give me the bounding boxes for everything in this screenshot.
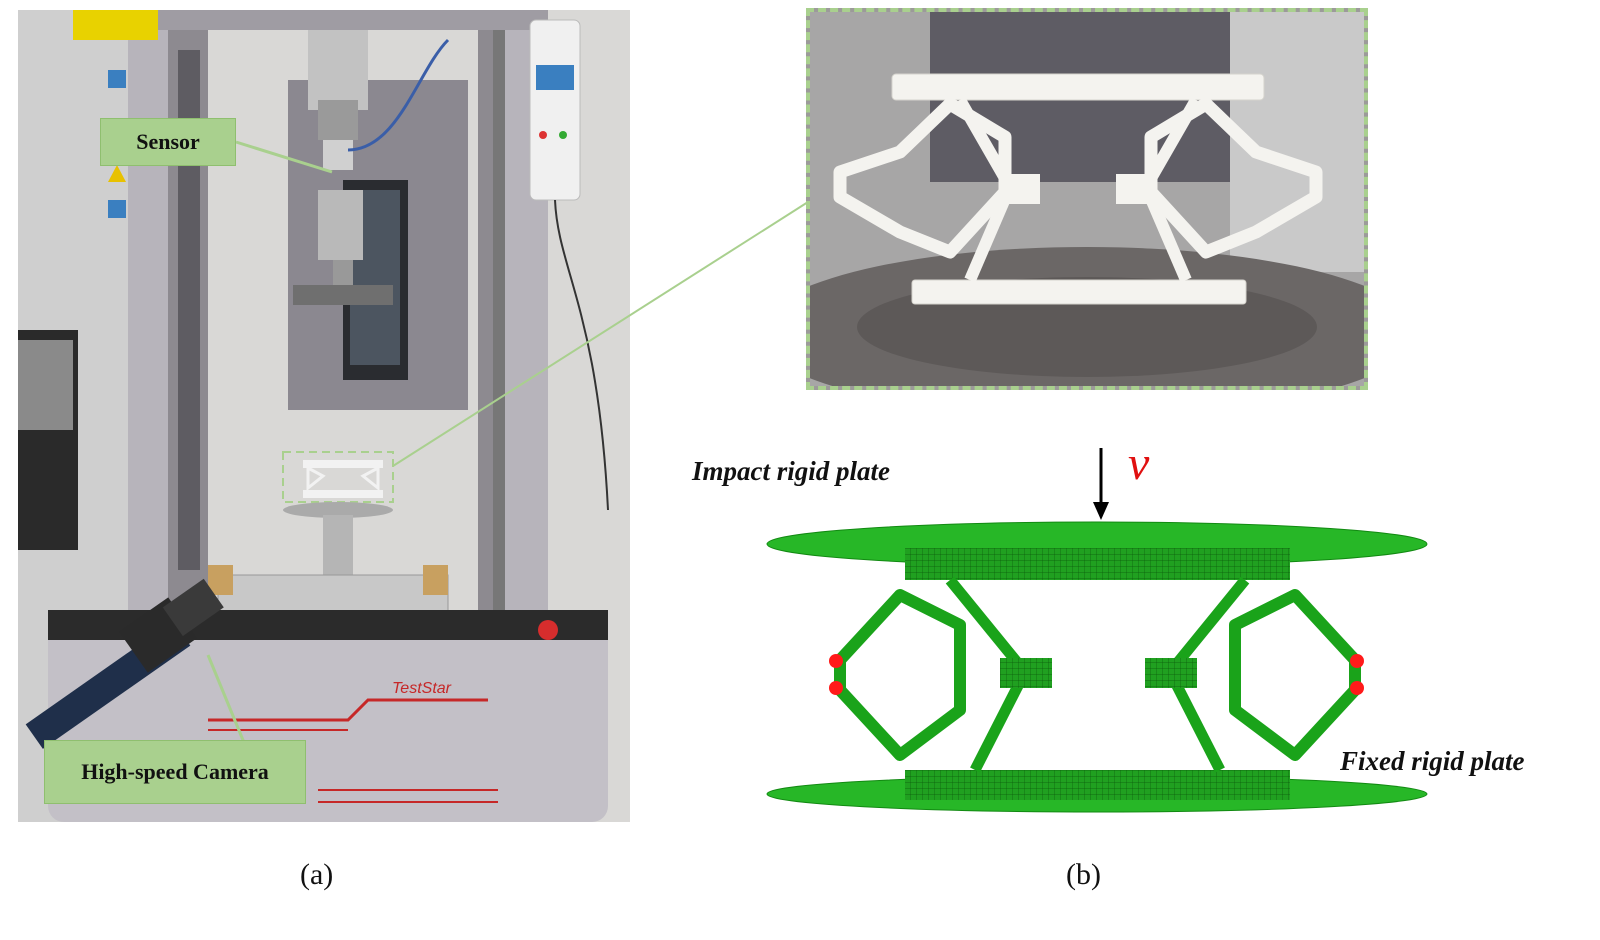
fe-model-diagram: [766, 448, 1428, 813]
constraint-marker-icon: [829, 654, 843, 668]
left-connector-block: [1000, 658, 1052, 688]
left-hex-cell: [834, 589, 966, 761]
bottom-flange-mesh: [905, 770, 1290, 800]
specimen-closeup-illustration: [810, 12, 1364, 386]
constraint-marker-icon: [829, 681, 843, 695]
impact-plate-label: Impact rigid plate: [692, 456, 890, 486]
panel-b-label: (b): [1066, 858, 1101, 891]
velocity-symbol: v: [1128, 437, 1150, 490]
constraint-marker-icon: [1350, 654, 1364, 668]
right-hex-cell: [1229, 589, 1361, 761]
brand-text: TestStar: [392, 680, 451, 697]
arrow-down-icon: [1093, 448, 1109, 520]
sensor-callout: Sensor: [100, 118, 236, 166]
specimen-closeup-frame: [806, 8, 1368, 390]
camera-label: High-speed Camera: [81, 759, 269, 784]
camera-leader-line: [206, 654, 247, 746]
fixed-plate-label: Fixed rigid plate: [1340, 746, 1525, 776]
camera-callout: High-speed Camera: [44, 740, 306, 804]
constraint-marker-icon: [1350, 681, 1364, 695]
zoom-connector-line: [392, 201, 809, 467]
sensor-leader-line: [235, 140, 333, 174]
panel-a-label: (a): [300, 858, 334, 891]
top-flange-mesh: [905, 548, 1290, 580]
sensor-label: Sensor: [136, 129, 200, 154]
right-connector-block: [1145, 658, 1197, 688]
